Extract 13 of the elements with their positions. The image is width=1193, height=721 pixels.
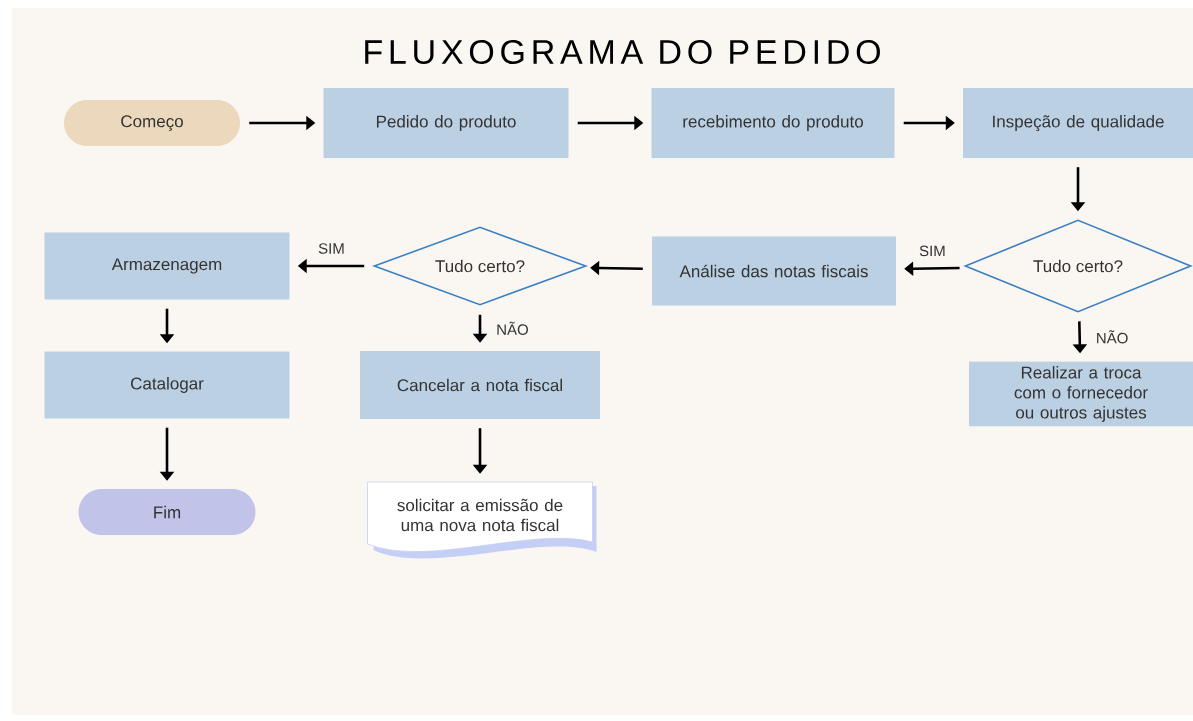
process-box: Pedido do produto: [323, 88, 569, 158]
process-box: Catalogar: [44, 351, 290, 419]
start-terminal: Começo: [64, 100, 240, 146]
edge-label: NÃO: [1093, 328, 1131, 346]
edge-label: SIM: [316, 241, 347, 256]
process-box: recebimento do produto: [651, 88, 895, 158]
end-terminal: Fim: [78, 489, 256, 535]
process-box: Análise das notas fiscais: [652, 236, 896, 306]
title: FLUXOGRAMA DO PEDIDO: [365, 39, 880, 65]
process-box: Armazenagem: [44, 232, 290, 300]
process-box: Realizar a troca com o fornecedor ou outros ajustes: [969, 361, 1193, 427]
process-box: Inspeção de qualidade: [963, 88, 1193, 158]
process-box: Cancelar a nota fiscal: [360, 351, 600, 419]
